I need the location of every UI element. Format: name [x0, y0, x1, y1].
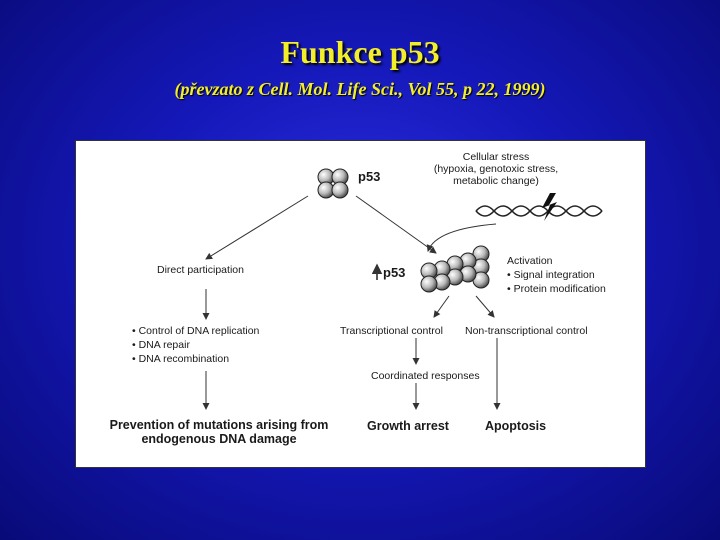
apoptosis-label: Apoptosis: [485, 419, 547, 433]
cellular-stress-line: (hypoxia, genotoxic stress,: [433, 163, 559, 175]
dna-function-item: Control of DNA replication: [132, 324, 260, 338]
prevention-line: endogenous DNA damage: [141, 432, 297, 446]
diagram-graphics: [202, 168, 603, 410]
activation-item: Protein modification: [507, 282, 606, 296]
activated-p53-label: p53: [383, 265, 406, 280]
direct-participation-label: Direct participation: [157, 264, 244, 276]
dna-function-item: DNA repair: [132, 338, 259, 352]
growth-arrest-label: Growth arrest: [367, 419, 449, 433]
dna-functions-list: Control of DNA replication DNA repair DN…: [132, 324, 260, 366]
coordinated-responses-label: Coordinated responses: [371, 370, 480, 382]
activation-block: Activation Signal integration Protein mo…: [507, 254, 606, 296]
non-transcriptional-control-label: Non-transcriptional control: [465, 325, 588, 337]
cellular-stress-label: Cellular stress (hypoxia, genotoxic stre…: [416, 151, 576, 187]
prevention-label: Prevention of mutations arising from end…: [100, 418, 338, 446]
lightning-icon: [542, 193, 557, 221]
activated-p53-cluster-icon: [420, 245, 490, 293]
activation-item: Signal integration: [507, 268, 606, 282]
dna-function-item: DNA recombination: [132, 352, 259, 366]
prevention-line: Prevention of mutations arising from: [109, 418, 329, 432]
transcriptional-control-label: Transcriptional control: [340, 325, 443, 337]
cellular-stress-line: metabolic change): [453, 175, 539, 187]
slide-subtitle: (převzato z Cell. Mol. Life Sci., Vol 55…: [174, 79, 546, 99]
p53-label: p53: [358, 169, 381, 184]
p53-tetramer-icon: [317, 168, 349, 199]
slide-title: Funkce p53: [280, 34, 440, 70]
cellular-stress-line: Cellular stress: [462, 151, 530, 163]
p53-function-diagram: p53 Cellular stress (hypoxia, genotoxic …: [75, 140, 646, 468]
dna-helix-icon: [475, 205, 603, 217]
activation-title: Activation: [507, 255, 553, 267]
